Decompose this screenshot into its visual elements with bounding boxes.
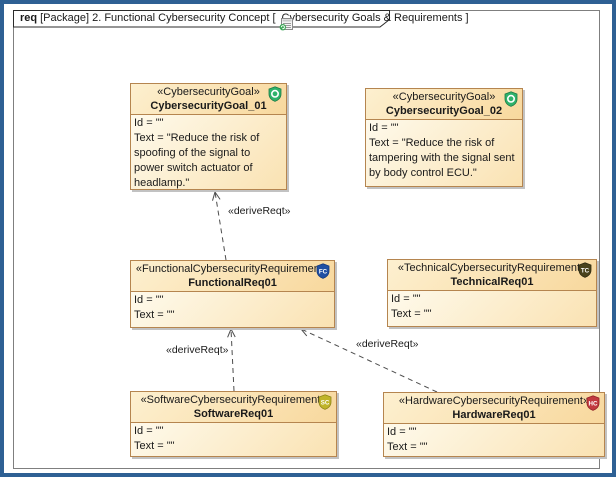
software-cybersecurity-shield-icon: SC (317, 394, 333, 410)
cybersecurity-goal-shield-icon (267, 86, 283, 102)
node-cybersecurity-goal-02[interactable]: «CybersecurityGoal» CybersecurityGoal_02… (365, 88, 523, 187)
node-software-req-01[interactable]: «SoftwareCybersecurityRequirement» Softw… (130, 391, 337, 457)
frame-title-close-bracket: ] (465, 12, 469, 24)
node-header: «TechnicalCybersecurityRequirement» Tech… (388, 260, 596, 291)
svg-text:TC: TC (581, 267, 590, 274)
id-attribute: Id = "" (387, 426, 417, 438)
svg-text:HC: HC (589, 400, 598, 407)
edge-layer (212, 190, 438, 393)
stereotype-label: «FunctionalCybersecurityRequirement» (135, 263, 330, 275)
svg-text:SC: SC (321, 399, 330, 406)
node-body: Id = "" Text = "Reduce the risk of tampe… (366, 120, 522, 186)
stereotype-label: «SoftwareCybersecurityRequirement» (140, 394, 327, 406)
frame-tab-text: req [Package] 2. Functional Cybersecurit… (20, 10, 469, 31)
diagram-frame-header[interactable]: req [Package] 2. Functional Cybersecurit… (13, 10, 469, 31)
functional-cybersecurity-shield-icon: FC (315, 263, 331, 279)
stereotype-label: «CybersecurityGoal» (392, 91, 496, 103)
hardware-cybersecurity-shield-icon: HC (585, 395, 601, 411)
node-header: «CybersecurityGoal» CybersecurityGoal_01 (131, 84, 286, 115)
frame-title-label: [Package] 2. Functional Cybersecurity Co… (40, 12, 276, 24)
cybersecurity-goal-shield-icon (503, 91, 519, 107)
edge-derivereqt-functional-to-goal1[interactable] (212, 190, 227, 261)
technical-cybersecurity-shield-icon: TC (577, 262, 593, 278)
node-header: «HardwareCybersecurityRequirement» Hardw… (384, 393, 604, 424)
edge-derivereqt-software-to-functional[interactable] (227, 327, 236, 392)
node-name: TechnicalReq01 (450, 276, 534, 288)
node-name: CybersecurityGoal_02 (385, 105, 503, 117)
node-body: Id = "" Text = "" (131, 292, 334, 327)
id-attribute: Id = "" (391, 293, 421, 305)
frame-kind-label: req (20, 12, 38, 24)
node-header: «CybersecurityGoal» CybersecurityGoal_02 (366, 89, 522, 120)
text-attribute: Text = "" (134, 440, 175, 452)
edge-label-derivereqt-3[interactable]: «deriveReqt» (356, 338, 419, 350)
node-header: «FunctionalCybersecurityRequirement» Fun… (131, 261, 334, 292)
id-attribute: Id = "" (134, 425, 164, 437)
node-name: HardwareReq01 (452, 409, 536, 421)
stereotype-label: «TechnicalCybersecurityRequirement» (397, 262, 587, 274)
id-attribute: Id = "" (369, 122, 399, 134)
node-body: Id = "" Text = "Reduce the risk of spoof… (131, 115, 286, 189)
node-name: CybersecurityGoal_01 (150, 100, 267, 112)
node-header: «SoftwareCybersecurityRequirement» Softw… (131, 392, 336, 423)
node-functional-req-01[interactable]: «FunctionalCybersecurityRequirement» Fun… (130, 260, 335, 328)
stereotype-label: «HardwareCybersecurityRequirement» (398, 395, 590, 407)
text-attribute: Text = "" (134, 309, 175, 321)
node-hardware-req-01[interactable]: «HardwareCybersecurityRequirement» Hardw… (383, 392, 605, 457)
node-body: Id = "" Text = "" (131, 423, 336, 456)
stereotype-label: «CybersecurityGoal» (157, 86, 260, 98)
node-body: Id = "" Text = "" (388, 291, 596, 326)
edge-derivereqt-hardware-to-functional[interactable] (299, 328, 438, 393)
node-technical-req-01[interactable]: «TechnicalCybersecurityRequirement» Tech… (387, 259, 597, 327)
node-body: Id = "" Text = "" (384, 424, 604, 456)
node-name: FunctionalReq01 (188, 277, 277, 289)
edge-label-derivereqt-2[interactable]: «deriveReqt» (166, 344, 229, 356)
text-attribute: Text = "Reduce the risk of spoofing of t… (134, 132, 260, 189)
svg-text:FC: FC (319, 268, 328, 275)
node-cybersecurity-goal-01[interactable]: «CybersecurityGoal» CybersecurityGoal_01… (130, 83, 287, 190)
node-name: SoftwareReq01 (193, 408, 274, 420)
edge-label-derivereqt-1[interactable]: «deriveReqt» (228, 205, 291, 217)
text-attribute: Text = "" (391, 308, 432, 320)
frame-diagram-name-label: Cybersecurity Goals & Requirements (281, 12, 463, 24)
text-attribute: Text = "Reduce the risk of tampering wit… (369, 137, 515, 179)
text-attribute: Text = "" (387, 441, 428, 453)
id-attribute: Id = "" (134, 294, 164, 306)
frame-tab-shape (13, 10, 390, 28)
id-attribute: Id = "" (134, 117, 164, 129)
